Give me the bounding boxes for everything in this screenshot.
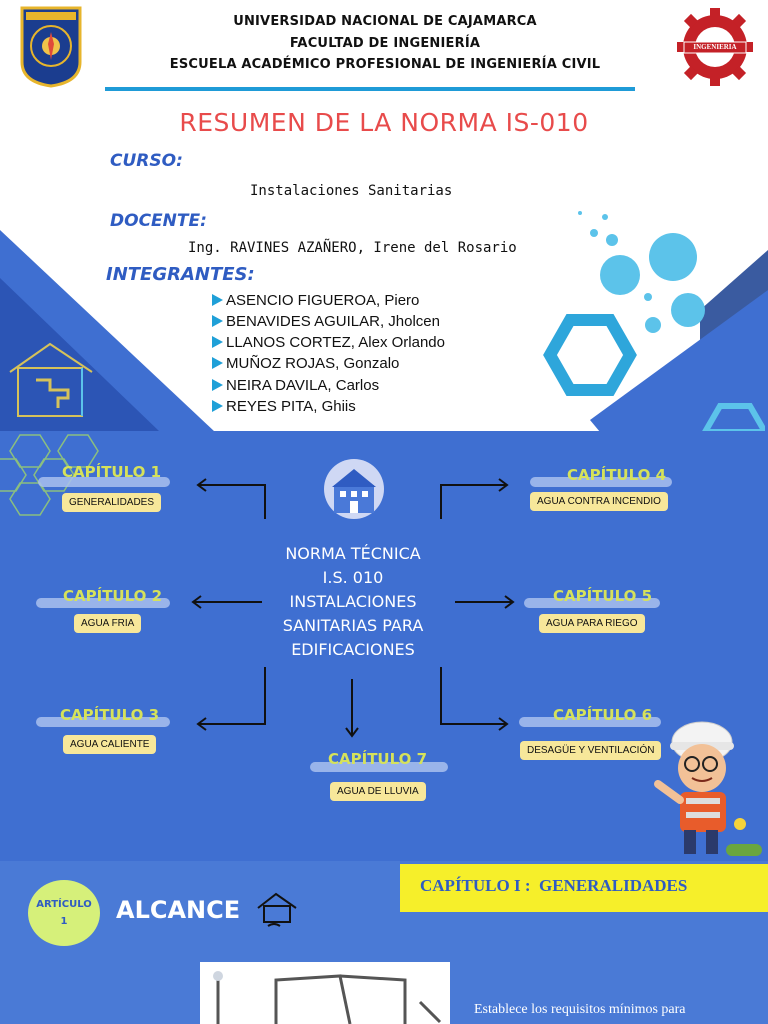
integrantes-label: INTEGRANTES:: [106, 264, 255, 285]
body-text: Establece los requisitos mínimos para: [474, 1002, 686, 1017]
member-name: BENAVIDES AGUILAR, Jholcen: [226, 313, 440, 330]
chapter-4-topic: AGUA CONTRA INCENDIO: [530, 492, 668, 511]
center-title-line: I.S. 010: [322, 568, 384, 587]
member-name: MUÑOZ ROJAS, Gonzalo: [226, 355, 400, 372]
building-icon: [324, 459, 384, 519]
member-item: MUÑOZ ROJAS, Gonzalo: [212, 355, 399, 372]
chapter-3-label: CAPÍTULO 3: [60, 706, 160, 724]
house-pipes-icon: [9, 342, 93, 417]
member-item: REYES PITA, Ghiis: [212, 398, 356, 415]
chapter-brush: [519, 717, 661, 727]
connector-arrows: [191, 478, 515, 738]
chapter-5-label: CAPÍTULO 5: [553, 587, 653, 605]
chapter-3-topic: AGUA CALIENTE: [63, 735, 157, 754]
chapter-banner-text: CAPÍTULO I : GENERALIDADES: [420, 876, 688, 895]
upper-background-shapes: [0, 230, 768, 432]
chapter-1-topic: GENERALIDADES: [62, 493, 162, 512]
bullet-triangle-icon: [212, 379, 223, 391]
bullet-triangle-icon: [212, 400, 223, 412]
chapter-brush: [310, 762, 448, 772]
center-title-line: EDIFICACIONES: [291, 640, 415, 659]
chapter-6-label: CAPÍTULO 6: [553, 706, 653, 724]
engineering-logo-text: INGENIERIA: [693, 43, 737, 51]
chapter-brush: [36, 717, 170, 727]
member-name: ASENCIO FIGUEROA, Piero: [226, 292, 420, 309]
member-name: REYES PITA, Ghiis: [226, 398, 356, 415]
bullet-triangle-icon: [212, 357, 223, 369]
chapter-1-label: CAPÍTULO 1: [62, 463, 162, 481]
chapter-brush: [524, 598, 660, 608]
engineering-logo: INGENIERIA: [676, 6, 754, 88]
articulo-label: ARTÍCULO: [36, 899, 92, 910]
center-title: NORMA TÉCNICA I.S. 010 INSTALACIONES SAN…: [270, 542, 436, 662]
header-divider: [105, 87, 635, 91]
bullet-triangle-icon: [212, 336, 223, 348]
center-title-line: NORMA TÉCNICA: [285, 544, 421, 563]
school-name: ESCUELA ACADÉMICO PROFESIONAL DE INGENIE…: [169, 57, 601, 72]
chapter-5-topic: AGUA PARA RIEGO: [539, 614, 645, 633]
plumbing-diagram-drawing: [213, 971, 442, 1024]
faculty-name: FACULTAD DE INGENIERÍA: [289, 36, 481, 51]
member-name: NEIRA DAVILA, Carlos: [226, 377, 380, 394]
center-title-line: INSTALACIONES: [289, 592, 417, 611]
curso-value: Instalaciones Sanitarias: [250, 183, 453, 199]
member-item: BENAVIDES AGUILAR, Jholcen: [212, 313, 440, 330]
engineer-character-icon: [654, 721, 762, 856]
member-item: ASENCIO FIGUEROA, Piero: [212, 292, 419, 309]
chapter-2-topic: AGUA FRIA: [74, 614, 142, 633]
chapter-brush: [530, 477, 672, 487]
chapter-4-label: CAPÍTULO 4: [567, 466, 667, 484]
member-item: NEIRA DAVILA, Carlos: [212, 377, 379, 394]
university-logo: [20, 6, 82, 88]
member-name: LLANOS CORTEZ, Alex Orlando: [226, 334, 445, 351]
curso-label: CURSO:: [110, 151, 183, 171]
chapter-2-label: CAPÍTULO 2: [63, 587, 163, 605]
chapter-7-topic: AGUA DE LLUVIA: [330, 782, 426, 801]
document-title: RESUMEN DE LA NORMA IS-010: [179, 108, 589, 137]
docente-value: Ing. RAVINES AZAÑERO, Irene del Rosario: [188, 240, 517, 256]
member-item: LLANOS CORTEZ, Alex Orlando: [212, 334, 445, 351]
house-outline-icon: [257, 892, 297, 927]
chapter-brush: [36, 598, 170, 608]
chapter-banner: [400, 864, 768, 912]
articulo-number: 1: [60, 916, 68, 927]
bubbles-decoration: [578, 211, 705, 333]
chapter-7-label: CAPÍTULO 7: [328, 750, 428, 768]
plumbing-diagram-image: [200, 962, 450, 1024]
docente-label: DOCENTE:: [110, 211, 207, 231]
articulo-badge: [28, 880, 100, 946]
alcance-heading: ALCANCE: [116, 896, 241, 924]
chapter-6-topic: DESAGÜE Y VENTILACIÓN: [520, 741, 662, 760]
center-title-line: SANITARIAS PARA: [282, 616, 424, 635]
university-name: UNIVERSIDAD NACIONAL DE CAJAMARCA: [233, 14, 537, 29]
bullet-triangle-icon: [212, 294, 223, 306]
bullet-triangle-icon: [212, 315, 223, 327]
chapter-brush: [38, 477, 170, 487]
hexagon-decoration: [543, 314, 765, 432]
hexagon-outline-decoration: [0, 434, 99, 516]
